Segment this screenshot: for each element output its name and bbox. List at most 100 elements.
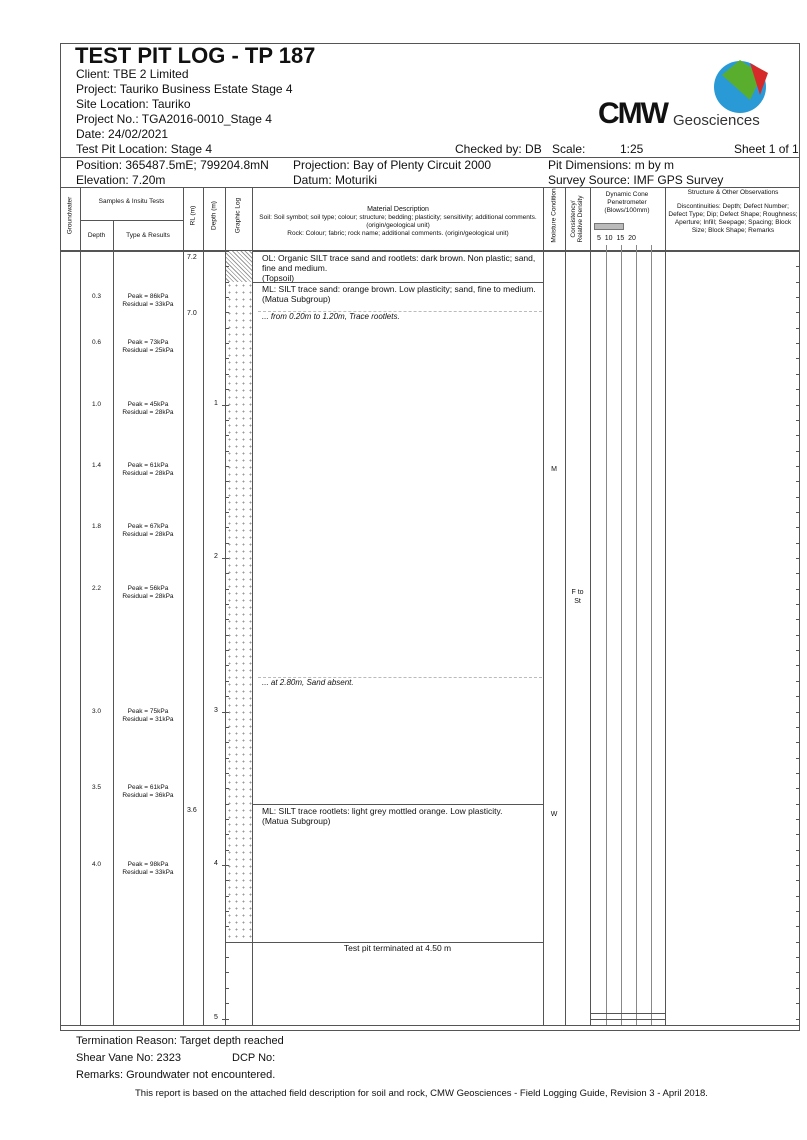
depth-tick — [225, 266, 229, 268]
right-depth-tick — [796, 911, 800, 913]
right-depth-tick — [796, 665, 800, 667]
depth-label: 2 — [214, 553, 218, 560]
desc-rock: Rock: Colour; fabric; rock name; additio… — [287, 230, 509, 237]
termination-line — [225, 941, 543, 943]
right-depth-tick — [796, 957, 800, 959]
sample-peak: Peak = 56kPa — [127, 584, 169, 592]
dcp-scale: 5 10 15 20 — [597, 235, 636, 242]
depth-tick — [225, 465, 229, 467]
dcp-grid-line — [636, 245, 637, 1025]
depth-tick — [225, 358, 229, 360]
depth-tick — [225, 895, 229, 897]
scale: 1:25 — [620, 142, 644, 156]
description-note: ... from 0.20m to 1.20m, Trace rootlets. — [262, 312, 400, 322]
structure-title: Structure & Other Observations — [687, 189, 779, 196]
sample-peak: Peak = 86kPa — [127, 293, 169, 301]
rl-value: 3.6 — [187, 806, 197, 814]
depth-tick — [222, 711, 229, 713]
right-depth-tick — [796, 865, 800, 866]
depth-tick — [225, 389, 229, 391]
geological-unit: (Matua Subgroup) — [262, 293, 331, 304]
sample-depth: 4.0 — [91, 861, 102, 868]
depth-tick — [225, 834, 229, 836]
checked-by: Checked by: DB — [455, 142, 542, 156]
right-depth-tick — [796, 726, 800, 728]
right-depth-tick — [796, 788, 800, 790]
depth-tick — [225, 511, 229, 513]
cmw-logo: CMW Geosciences — [590, 55, 790, 135]
dcp-grid-line — [621, 245, 622, 1025]
termination-text: Test pit terminated at 4.50 m — [343, 942, 452, 953]
right-depth-tick — [796, 634, 800, 636]
right-depth-tick — [796, 772, 800, 774]
note-divider — [258, 311, 542, 313]
geological-unit: (Matua Subgroup) — [262, 815, 331, 826]
depth-label: 1 — [214, 399, 218, 407]
depth-tick — [225, 1003, 229, 1005]
topsoil-hatch — [226, 251, 252, 282]
sample-peak: Peak = 67kPa — [127, 523, 169, 531]
pit-location: Test Pit Location: Stage 4 — [76, 142, 213, 156]
depth-tick — [225, 343, 229, 345]
sheet: Sheet 1 of 1 — [734, 142, 799, 156]
depth-label: 4 — [214, 860, 218, 867]
sample-peak: Peak = 45kPa — [127, 400, 169, 408]
right-depth-tick — [796, 327, 800, 329]
rl-value: 7.0 — [187, 309, 197, 317]
dcp-grid-line — [590, 1018, 665, 1020]
sample-depth: 2.2 — [91, 584, 102, 592]
description-text: ML: SILT trace rootlets: light grey mott… — [262, 805, 503, 816]
sample-residual: Residual = 36kPa — [122, 792, 174, 800]
column-divider — [183, 187, 184, 1025]
depth-tick — [225, 880, 229, 882]
sample-depth: 0.6 — [91, 339, 102, 347]
right-depth-tick — [796, 926, 800, 928]
depth-tick — [225, 926, 229, 928]
col-type: Type & Results — [126, 232, 170, 239]
rl-value: 7.2 — [187, 254, 197, 261]
depth-tick — [225, 281, 229, 283]
right-depth-tick — [796, 619, 800, 621]
depth-tick — [222, 1018, 229, 1020]
right-depth-tick — [796, 266, 800, 268]
logo-text: CMW — [598, 97, 669, 130]
depth-tick — [225, 573, 229, 575]
right-depth-tick — [796, 251, 800, 252]
sample-peak: Peak = 75kPa — [127, 707, 169, 715]
right-depth-tick — [796, 849, 800, 851]
sample-depth: 3.5 — [91, 784, 102, 792]
right-depth-tick — [796, 558, 800, 559]
consistency-value: St — [574, 597, 581, 605]
material-description: ML: SILT trace sand: orange brown. Low p… — [262, 284, 542, 304]
right-depth-tick — [796, 650, 800, 652]
right-depth-tick — [796, 389, 800, 391]
sample-peak: Peak = 61kPa — [127, 784, 169, 792]
sample-residual: Residual = 25kPa — [122, 347, 174, 355]
depth-tick — [225, 312, 229, 314]
right-depth-tick — [796, 343, 800, 345]
depth-tick — [225, 527, 229, 529]
silt-pattern — [226, 281, 252, 942]
right-depth-tick — [796, 941, 800, 943]
depth-tick — [225, 742, 229, 744]
depth-tick — [225, 957, 229, 959]
description-text: OL: Organic SILT trace sand and rootlets… — [262, 253, 536, 273]
right-depth-tick — [796, 972, 800, 974]
date: Date: 24/02/2021 — [76, 127, 169, 141]
logo-subtext: Geosciences — [673, 112, 760, 129]
right-depth-tick — [796, 588, 800, 590]
depth-tick — [222, 251, 229, 252]
right-depth-tick — [796, 711, 800, 713]
right-depth-tick — [796, 880, 800, 882]
depth-tick — [225, 650, 229, 652]
depth-tick — [225, 619, 229, 621]
position: Position: 365487.5mE; 799204.8mN — [76, 158, 269, 172]
depth-tick — [225, 788, 229, 790]
right-depth-tick — [796, 987, 800, 989]
column-divider — [113, 220, 114, 1025]
column-divider — [252, 187, 253, 1025]
right-depth-tick — [796, 757, 800, 759]
depth-label: 5 — [214, 1013, 218, 1021]
client: Client: TBE 2 Limited — [76, 67, 189, 81]
